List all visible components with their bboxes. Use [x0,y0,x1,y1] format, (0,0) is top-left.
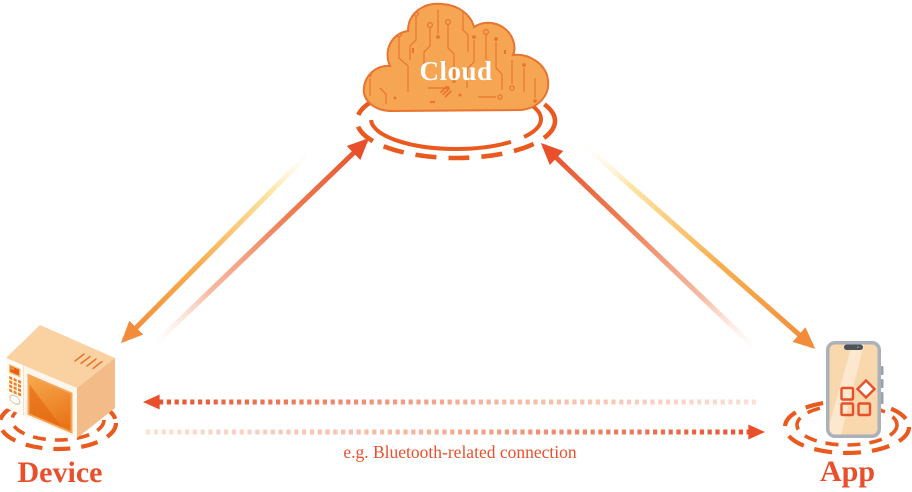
app-node [782,341,912,456]
device-node [0,325,119,452]
cloud-icon [362,2,550,113]
device-label: Device [17,456,103,489]
arrows-device-cloud [120,137,370,346]
arrow-app-to-cloud [540,143,758,351]
arrow-cloud-to-app [581,142,816,349]
app-grid-icon [840,378,877,417]
connection-label: e.g. Bluetooth-related connection [343,442,577,462]
arrow-device-to-cloud [153,137,370,346]
cloud-label: Cloud [419,56,493,86]
arrows-cloud-app [540,142,816,351]
smartphone-icon [826,341,884,438]
app-label: App [819,455,876,488]
phone-notch [844,344,863,350]
arrows-device-app-dotted [142,394,766,440]
cloud-node [354,2,558,161]
arrow-cloud-to-device [120,150,312,344]
circuit-pattern [368,6,537,104]
microwave-icon [6,325,115,439]
